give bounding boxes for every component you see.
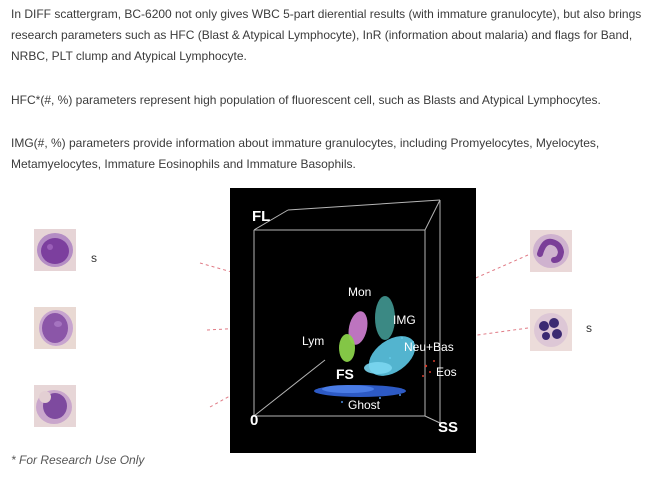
- ghost-label: Ghost: [348, 398, 381, 412]
- band-cell-image: [530, 230, 572, 272]
- lym-cluster: [339, 334, 355, 362]
- img-cluster: [375, 296, 395, 340]
- description-paragraph: In DIFF scattergram, BC-6200 not only gi…: [11, 7, 642, 63]
- mon-label: Mon: [348, 285, 371, 299]
- origin-label: 0: [250, 412, 258, 429]
- scattergram-canvas: FL SS FS 0 Mon IMG Lym Neu+Bas Eos Ghost: [250, 199, 458, 436]
- eos-cluster: [422, 360, 435, 377]
- atypical-lymphocyte-cell-image: [34, 385, 76, 427]
- fl-axis-label: FL: [252, 208, 270, 225]
- blast-cell-image: [34, 229, 76, 271]
- neu-bas-label: Neu+Bas: [404, 340, 454, 354]
- cell-label: s: [91, 251, 97, 265]
- fs-axis-label: FS: [336, 366, 354, 382]
- hfc-paragraph: HFC*(#, %) parameters represent high pop…: [11, 93, 601, 107]
- img-label: IMG: [393, 313, 416, 327]
- lymphocyte-cell-image: [34, 307, 76, 349]
- eos-label: Eos: [436, 365, 457, 379]
- ss-axis-label: SS: [438, 419, 458, 436]
- neu-bas-cluster: [368, 336, 416, 376]
- img-paragraph: IMG(#, %) parameters provide information…: [11, 136, 600, 171]
- neutrophil-cell-image: [530, 309, 572, 351]
- lym-label: Lym: [302, 334, 324, 348]
- cell-label: s: [586, 321, 592, 335]
- scattergram-figure: s s: [0, 185, 669, 453]
- mon-cluster: [348, 311, 368, 345]
- footnote: * For Research Use Only: [11, 453, 145, 467]
- diff-scattergram: FL SS FS 0 Mon IMG Lym Neu+Bas Eos Ghost: [230, 188, 476, 453]
